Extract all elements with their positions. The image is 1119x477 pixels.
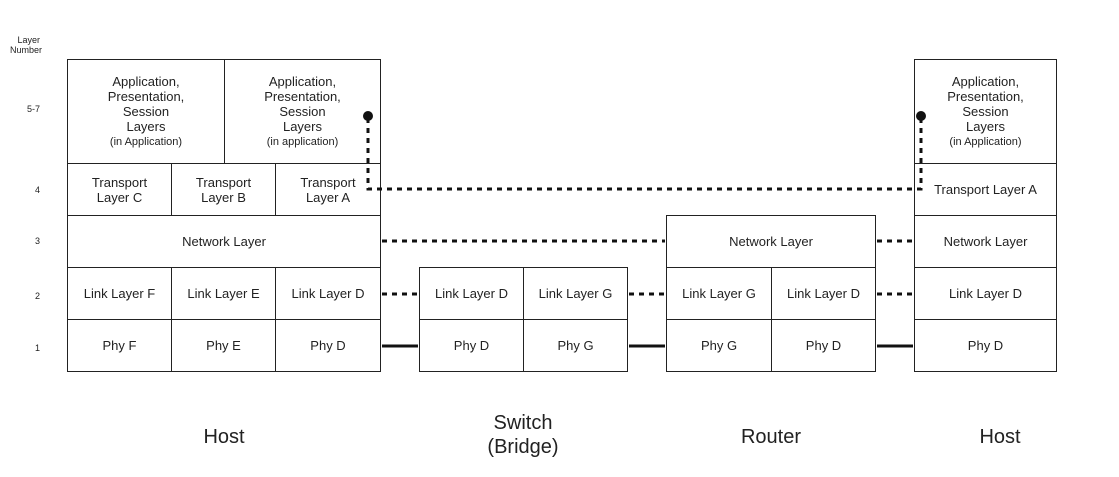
app-transport-path (366, 118, 923, 191)
router-phy-g: Phy G (666, 319, 772, 372)
router-network-layer: Network Layer (666, 215, 876, 268)
host1-transport-layer-b: Transport Layer B (171, 163, 276, 216)
router-link-layer-d: Link Layer D (771, 267, 876, 320)
host1-network-layer: Network Layer (67, 215, 381, 268)
layer-number-title: Layer Number (10, 35, 43, 55)
host1-link-layer-f: Link Layer F (67, 267, 172, 320)
host1-phy-e: Phy E (171, 319, 276, 372)
host1-link-layer-d: Link Layer D (275, 267, 381, 320)
layer-number-4: 4 (34, 185, 40, 195)
host2-network-layer: Network Layer (914, 215, 1057, 268)
endpoint-dot-host2 (916, 111, 926, 121)
host1-phy-d: Phy D (275, 319, 381, 372)
layer-number-3: 3 (34, 236, 40, 246)
caption-switch: Switch (Bridge) (487, 412, 559, 458)
router-link-layer-g: Link Layer G (666, 267, 772, 320)
layer-number-1: 1 (34, 343, 40, 353)
host1-app-layers-c: Application, Presentation, Session Layer… (67, 59, 225, 164)
switch-link-layer-g: Link Layer G (523, 267, 628, 320)
switch-phy-d: Phy D (419, 319, 524, 372)
host2-transport-layer-a: Transport Layer A (914, 163, 1057, 216)
host2-link-layer-d: Link Layer D (914, 267, 1057, 320)
host2-app-layers: Application, Presentation, Session Layer… (914, 59, 1057, 164)
router-phy-d: Phy D (771, 319, 876, 372)
layer-number-2: 2 (34, 291, 40, 301)
host1-link-layer-e: Link Layer E (171, 267, 276, 320)
endpoint-dot-host1 (363, 111, 373, 121)
caption-router: Router (740, 426, 802, 448)
caption-host-1: Host (203, 426, 245, 448)
switch-link-layer-d: Link Layer D (419, 267, 524, 320)
switch-phy-g: Phy G (523, 319, 628, 372)
host1-app-layers-a: Application, Presentation, Session Layer… (224, 59, 381, 164)
host2-phy-d: Phy D (914, 319, 1057, 372)
caption-host-2: Host (979, 426, 1021, 448)
layer-number-5-7: 5-7 (26, 104, 40, 114)
host1-transport-layer-a: Transport Layer A (275, 163, 381, 216)
host1-phy-f: Phy F (67, 319, 172, 372)
host1-transport-layer-c: Transport Layer C (67, 163, 172, 216)
